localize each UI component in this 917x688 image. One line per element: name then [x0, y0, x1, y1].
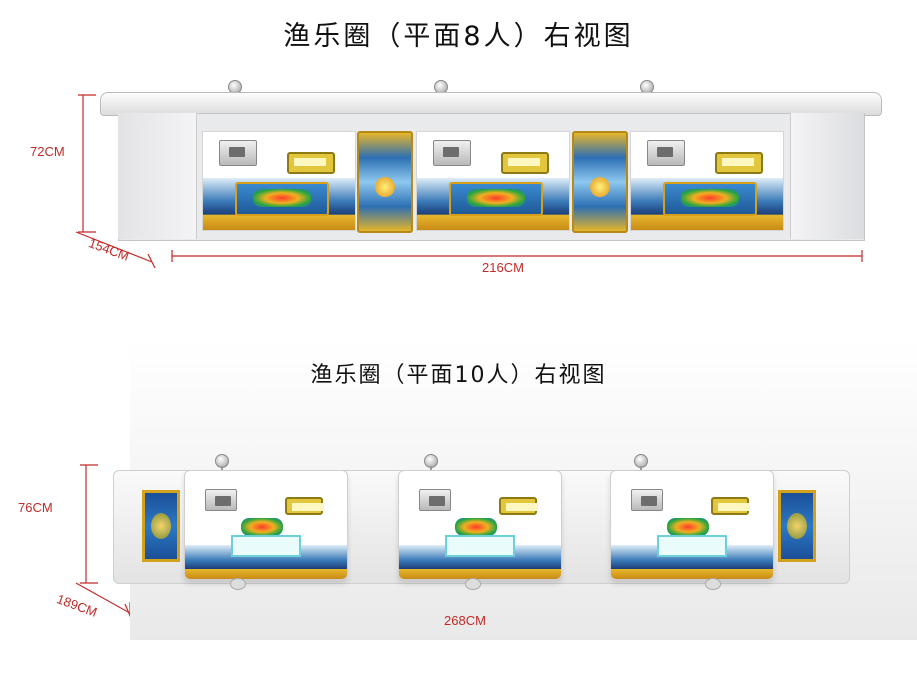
coin-slot-icon: [631, 489, 663, 511]
coin-slot-icon: [205, 489, 237, 511]
knob-icon: [215, 454, 229, 472]
knob-icon: [634, 454, 648, 472]
foot: [465, 578, 481, 590]
coin-slot-icon: [419, 489, 451, 511]
fish-art-panel: [778, 490, 816, 562]
logo-panel: [655, 513, 721, 536]
decor-panel: [572, 131, 628, 233]
decor-panel: [357, 131, 413, 233]
player-pod: [184, 470, 348, 580]
coin-box: [715, 152, 763, 174]
bottom-view-title: 渔乐圈（平面10人）右视图: [310, 363, 607, 388]
logo-panel: [449, 182, 543, 216]
knob-icon: [424, 454, 438, 472]
player-pod: [398, 470, 562, 580]
coin-box: [499, 497, 538, 515]
foot: [705, 578, 721, 590]
top-height-label: 72CM: [30, 144, 65, 159]
player-station: [630, 131, 784, 231]
coin-slot-icon: [433, 140, 471, 166]
bottom-width-label: 268CM: [444, 613, 486, 628]
fish-art-panel: [142, 490, 180, 562]
foot: [230, 578, 246, 590]
logo-panel: [443, 513, 509, 536]
player-station: [202, 131, 356, 231]
logo-panel: [235, 182, 329, 216]
player-station: [416, 131, 570, 231]
logo-panel: [663, 182, 757, 216]
logo-panel: [229, 513, 295, 536]
table-top: [100, 92, 882, 116]
player-screen: [445, 535, 515, 557]
player-pod: [610, 470, 774, 580]
top-width-label: 216CM: [482, 260, 524, 275]
coin-slot-icon: [647, 140, 685, 166]
player-screen: [657, 535, 727, 557]
coin-slot-icon: [219, 140, 257, 166]
cabinet-side-left: [118, 113, 197, 239]
top-view-title: 渔乐圈（平面8人）右视图: [283, 21, 634, 52]
coin-box: [501, 152, 549, 174]
coin-box: [285, 497, 324, 515]
coin-box: [287, 152, 335, 174]
cabinet-side-right: [790, 113, 864, 239]
player-screen: [231, 535, 301, 557]
coin-box: [711, 497, 750, 515]
bottom-height-label: 76CM: [18, 500, 53, 515]
